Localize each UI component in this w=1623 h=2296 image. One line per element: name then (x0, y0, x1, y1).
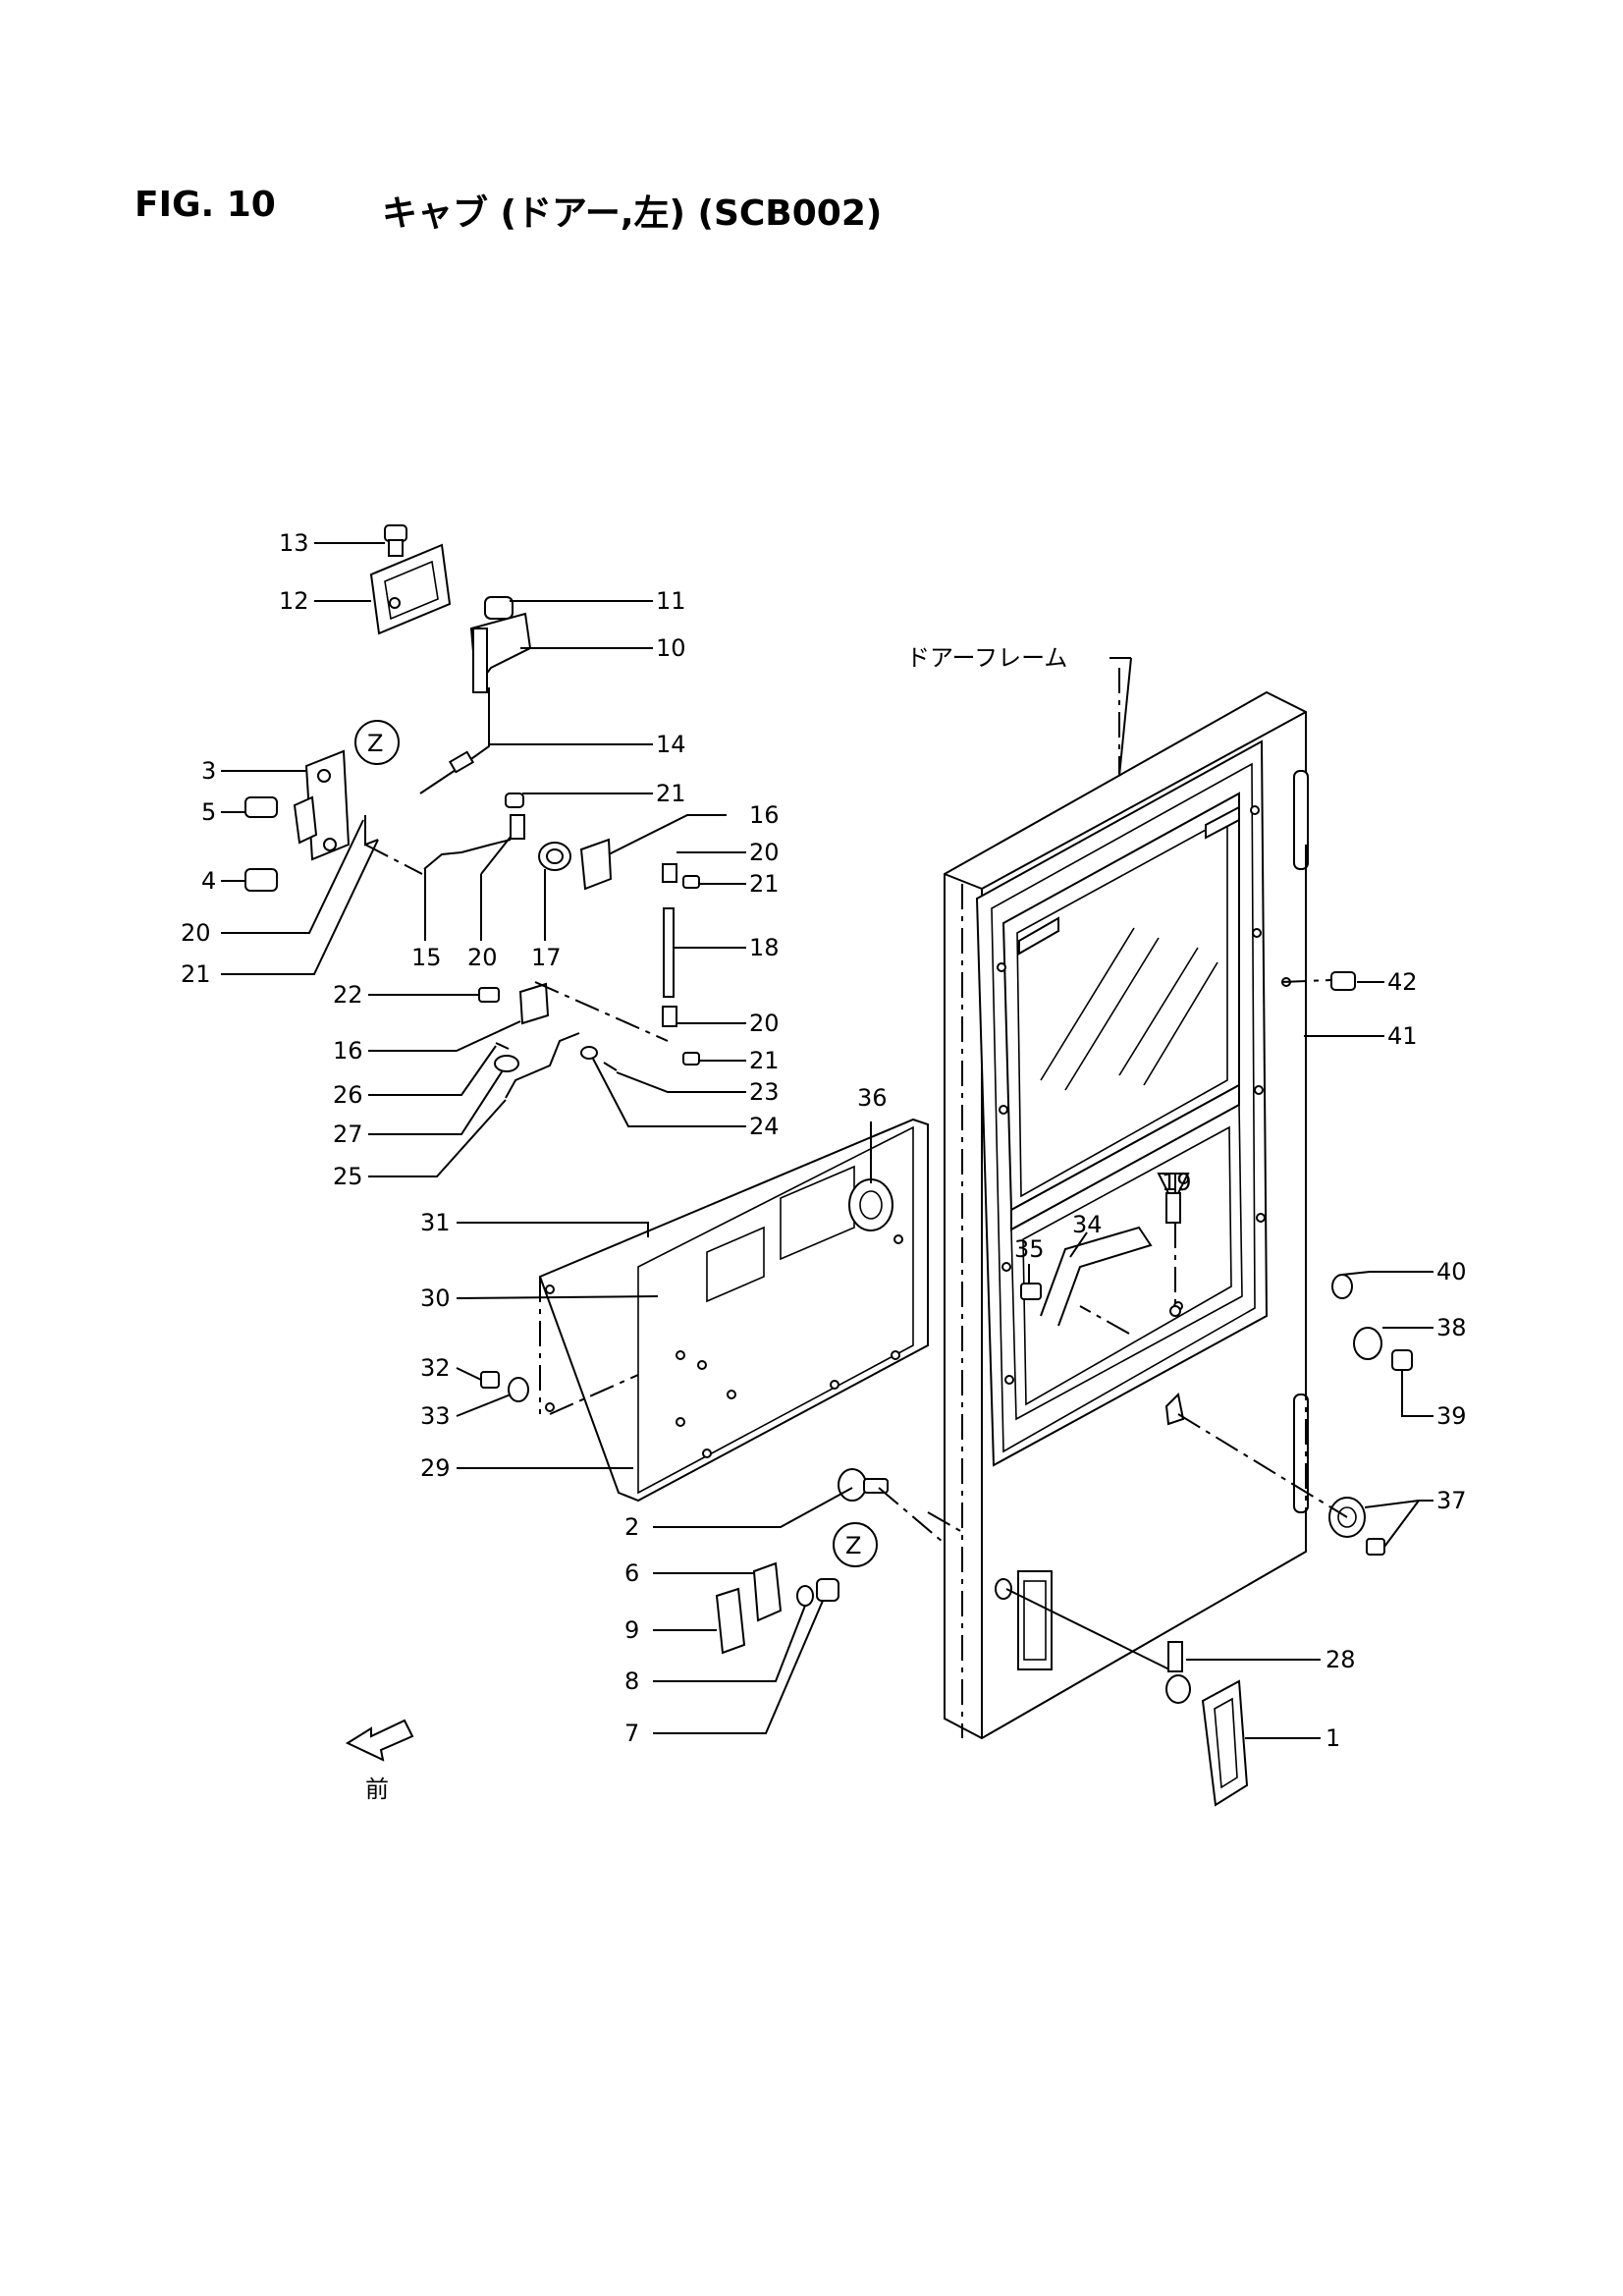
callout-4: 4 (201, 867, 216, 895)
callout-42: 42 (1387, 968, 1418, 996)
callout-20-d: 20 (749, 1010, 780, 1037)
callout-17: 17 (531, 944, 562, 971)
callout-20-b: 20 (467, 944, 498, 971)
callout-35: 35 (1014, 1235, 1045, 1263)
callout-24: 24 (749, 1113, 780, 1140)
callout-7: 7 (624, 1720, 639, 1747)
detail-marker-z-top: Z (354, 720, 400, 765)
callout-32: 32 (420, 1354, 451, 1382)
callout-21-c: 21 (749, 870, 780, 898)
callout-22: 22 (333, 981, 363, 1009)
callout-2: 2 (624, 1513, 639, 1541)
callout-29: 29 (420, 1454, 451, 1482)
callout-38: 38 (1436, 1314, 1467, 1341)
callout-40: 40 (1436, 1258, 1467, 1285)
callout-27: 27 (333, 1121, 363, 1148)
callout-28: 28 (1325, 1646, 1356, 1673)
door-frame (944, 690, 1309, 1740)
callout-36: 36 (857, 1084, 888, 1112)
callout-11: 11 (656, 587, 686, 615)
lower-handle-parts (715, 971, 1413, 1807)
callout-3: 3 (201, 757, 216, 785)
front-label: 前 (365, 1776, 389, 1803)
callout-numbers: 13 12 11 10 14 3 5 4 20 21 15 20 17 21 1… (181, 529, 1467, 1752)
callout-13: 13 (279, 529, 309, 557)
front-direction-indicator: 前 (345, 1719, 414, 1803)
callout-16-a: 16 (749, 801, 780, 829)
frame-label: ドアーフレーム (906, 644, 1067, 672)
callout-21-a: 21 (181, 960, 211, 988)
callout-21-d: 21 (749, 1047, 780, 1074)
detail-marker-z-top-label: Z (367, 730, 383, 757)
callout-19: 19 (1162, 1169, 1192, 1196)
callout-8: 8 (624, 1667, 639, 1695)
frame-label-group: ドアーフレーム (906, 644, 1132, 777)
callout-41: 41 (1387, 1022, 1418, 1050)
callout-30: 30 (420, 1285, 451, 1312)
callout-6: 6 (624, 1559, 639, 1587)
detail-marker-z-bottom-label: Z (845, 1532, 861, 1559)
callout-37: 37 (1436, 1487, 1467, 1514)
detail-marker-z-bottom: Z (833, 1522, 878, 1567)
callout-14: 14 (656, 731, 686, 758)
latch-mechanism-parts (244, 524, 700, 1402)
callout-33: 33 (420, 1402, 451, 1430)
assembly-lines (364, 668, 1348, 1543)
callout-23: 23 (749, 1078, 780, 1106)
callout-20-c: 20 (749, 839, 780, 866)
callout-12: 12 (279, 587, 309, 615)
callout-25: 25 (333, 1163, 363, 1190)
inner-trim-panel (538, 1118, 929, 1503)
callout-16-b: 16 (333, 1037, 363, 1065)
callout-1: 1 (1325, 1724, 1340, 1752)
figure-number: FIG. 10 (135, 185, 276, 225)
callout-leaders (221, 542, 1434, 1739)
callout-39: 39 (1436, 1402, 1467, 1430)
callout-15: 15 (411, 944, 442, 971)
front-arrow-icon (345, 1719, 414, 1762)
callout-18: 18 (749, 934, 780, 961)
callout-10: 10 (656, 634, 686, 662)
callout-20-a: 20 (181, 919, 211, 947)
callout-5: 5 (201, 798, 216, 826)
callout-34: 34 (1072, 1211, 1103, 1238)
figure-title: キャブ (ドアー,左) (SCB002) (382, 193, 883, 234)
callout-31: 31 (420, 1209, 451, 1236)
callout-26: 26 (333, 1081, 363, 1109)
callout-21-b: 21 (656, 780, 686, 807)
callout-9: 9 (624, 1616, 639, 1644)
